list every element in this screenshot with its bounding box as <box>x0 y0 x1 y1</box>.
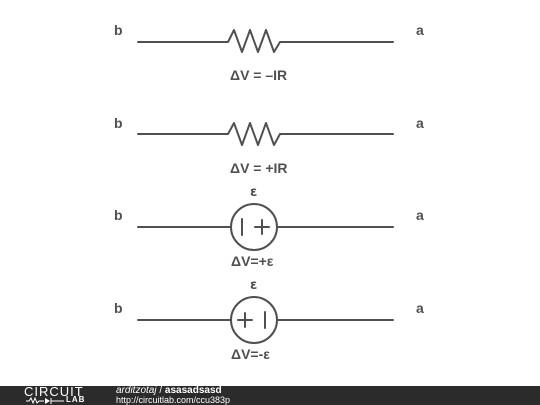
footer-bar: CIRCUIT LAB arditzotaj / asasadsasd http… <box>0 384 540 405</box>
emf-symbol: ε <box>250 185 257 200</box>
node-label-a: a <box>416 207 424 223</box>
node-label-a: a <box>416 22 424 38</box>
equation-label: ΔV = –IR <box>230 67 287 83</box>
equation-label: ΔV = +IR <box>230 160 288 176</box>
circuit-row-2: b a ΔV = +IR <box>114 115 424 176</box>
credit-separator: / <box>156 385 165 396</box>
resistor-wire <box>137 122 394 146</box>
circuit-row-4: ε b a ΔV=-ε <box>114 278 424 362</box>
circuit-row-1: b a ΔV = –IR <box>114 22 424 83</box>
node-label-a: a <box>416 300 424 316</box>
equation-label: ΔV=+ε <box>231 253 274 269</box>
circuit-row-3: ε b a ΔV=+ε <box>114 185 424 269</box>
emf-symbol: ε <box>250 278 257 293</box>
resistor-wire <box>137 29 394 53</box>
voltage-source-symbol <box>230 296 278 344</box>
circuitlab-logo[interactable]: CIRCUIT LAB <box>4 384 104 405</box>
circuit-diagram: b a ΔV = –IR b a ΔV = +IR ε b a ΔV=+ε ε … <box>114 22 424 362</box>
node-label-b: b <box>114 207 123 223</box>
schematic-credit: arditzotaj / asasadsasd <box>116 386 222 396</box>
schematic-url[interactable]: http://circuitlab.com/ccu383p <box>116 395 231 405</box>
logo-wave-icon <box>26 397 64 404</box>
author-link[interactable]: arditzotaj <box>116 385 157 396</box>
logo-text-lab: LAB <box>66 395 86 404</box>
node-label-b: b <box>114 300 123 316</box>
schematic-title[interactable]: asasadsasd <box>164 385 222 396</box>
equation-label: ΔV=-ε <box>231 346 270 362</box>
logo-text-circuit: CIRCUIT <box>24 384 84 399</box>
node-label-b: b <box>114 22 123 38</box>
node-label-a: a <box>416 115 424 131</box>
node-label-b: b <box>114 115 123 131</box>
